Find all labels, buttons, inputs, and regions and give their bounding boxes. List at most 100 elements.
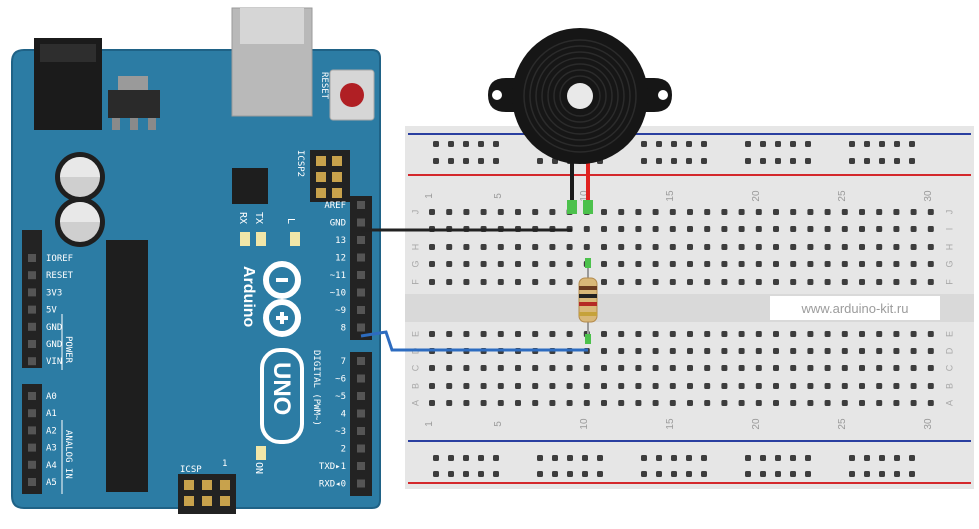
breadboard-hole bbox=[721, 400, 728, 406]
rail-hole bbox=[433, 455, 439, 461]
rail-hole bbox=[656, 455, 662, 461]
breadboard-hole bbox=[549, 244, 556, 250]
rail-hole bbox=[537, 471, 543, 477]
l-label: L bbox=[285, 218, 296, 224]
digital-pin-label: ~11 bbox=[330, 271, 346, 281]
atmega-chip bbox=[106, 240, 148, 492]
digital-pin-socket bbox=[357, 479, 365, 488]
breadboard-hole bbox=[841, 400, 848, 406]
analog-pin-socket bbox=[28, 409, 36, 418]
rail-hole bbox=[775, 471, 781, 477]
digital-header-upper bbox=[350, 196, 372, 340]
digital-pin-socket bbox=[357, 288, 365, 297]
rail-hole bbox=[760, 455, 766, 461]
breadboard-hole bbox=[618, 365, 625, 371]
power-header bbox=[22, 230, 42, 368]
breadboard-hole bbox=[652, 226, 659, 232]
breadboard-hole bbox=[910, 261, 917, 267]
breadboard-hole bbox=[927, 261, 934, 267]
rail-hole bbox=[894, 471, 900, 477]
rail-hole bbox=[805, 471, 811, 477]
analog-pin-label: A2 bbox=[46, 426, 57, 436]
rail-hole bbox=[448, 455, 454, 461]
breadboard-hole bbox=[807, 331, 814, 337]
breadboard-hole bbox=[721, 383, 728, 389]
breadboard-hole bbox=[497, 244, 504, 250]
breadboard-hole bbox=[893, 365, 900, 371]
row-letter: A bbox=[410, 400, 420, 406]
rail-hole bbox=[478, 158, 484, 164]
breadboard-hole bbox=[618, 348, 625, 354]
on-led bbox=[256, 446, 266, 460]
breadboard-hole bbox=[755, 279, 762, 285]
breadboard-hole bbox=[927, 400, 934, 406]
breadboard-hole bbox=[429, 365, 435, 371]
rail-hole bbox=[775, 158, 781, 164]
rail-hole bbox=[879, 158, 885, 164]
breadboard-hole bbox=[566, 383, 573, 389]
rail-hole bbox=[671, 455, 677, 461]
breadboard-hole bbox=[652, 348, 659, 354]
breadboard-hole bbox=[824, 331, 831, 337]
breadboard-hole bbox=[824, 365, 831, 371]
breadboard-hole bbox=[618, 244, 625, 250]
breadboard-hole bbox=[652, 331, 659, 337]
breadboard-hole bbox=[583, 244, 590, 250]
breadboard-hole bbox=[704, 244, 711, 250]
breadboard-hole bbox=[446, 279, 453, 285]
rail-hole bbox=[760, 141, 766, 147]
rail-hole bbox=[597, 455, 603, 461]
rail-hole bbox=[641, 455, 647, 461]
resistor bbox=[578, 258, 598, 344]
breadboard-hole bbox=[841, 331, 848, 337]
column-number: 15 bbox=[665, 418, 676, 430]
breadboard-hole bbox=[515, 383, 521, 389]
rail-hole bbox=[478, 141, 484, 147]
breadboard-hole bbox=[910, 279, 917, 285]
arduino-brand-text: Arduino bbox=[240, 266, 257, 328]
power-pin-label: GND bbox=[46, 340, 62, 350]
digital-pin-label: RXD◂0 bbox=[319, 480, 346, 490]
row-letter: J bbox=[944, 210, 954, 215]
breadboard-hole bbox=[601, 383, 607, 389]
breadboard-hole bbox=[497, 261, 504, 267]
digital-pin-socket bbox=[357, 427, 365, 435]
breadboard-hole bbox=[497, 209, 504, 215]
breadboard-hole bbox=[446, 400, 453, 406]
rail-hole bbox=[849, 471, 855, 477]
rail-hole bbox=[760, 471, 766, 477]
breadboard-hole bbox=[446, 261, 453, 267]
breadboard-hole bbox=[755, 244, 762, 250]
breadboard-hole bbox=[687, 365, 693, 371]
breadboard-hole bbox=[480, 383, 487, 389]
digital-pin-socket bbox=[357, 253, 365, 262]
column-number: 1 bbox=[424, 193, 435, 199]
breadboard-hole bbox=[601, 261, 607, 267]
power-pin-label: 3V3 bbox=[46, 288, 62, 298]
rail-hole bbox=[894, 158, 900, 164]
header-pin bbox=[332, 156, 342, 166]
power-pin-label: IOREF bbox=[46, 254, 73, 264]
rail-hole bbox=[686, 141, 692, 147]
uno-badge bbox=[260, 348, 304, 444]
breadboard-hole bbox=[841, 348, 848, 354]
digital-pin-socket bbox=[357, 218, 365, 227]
breadboard-hole bbox=[927, 279, 934, 285]
row-letter: B bbox=[944, 383, 954, 389]
breadboard-hole bbox=[807, 261, 814, 267]
breadboard-hole bbox=[790, 244, 797, 250]
icsp-pin1-label: 1 bbox=[222, 459, 227, 469]
analog-pin-socket bbox=[28, 426, 36, 435]
breadboard-hole bbox=[566, 244, 573, 250]
usb-connector-inner bbox=[240, 8, 304, 44]
digital-pin-socket bbox=[357, 201, 365, 209]
power-pin-socket bbox=[28, 288, 36, 297]
breadboard-hole bbox=[876, 348, 883, 354]
breadboard-hole bbox=[859, 226, 865, 232]
breadboard-hole bbox=[893, 331, 900, 337]
reset-button-cap[interactable] bbox=[340, 83, 364, 107]
digital-label: DIGITAL (PWM~) bbox=[311, 350, 321, 426]
breadboard-hole bbox=[463, 244, 470, 250]
breadboard-hole bbox=[652, 279, 659, 285]
